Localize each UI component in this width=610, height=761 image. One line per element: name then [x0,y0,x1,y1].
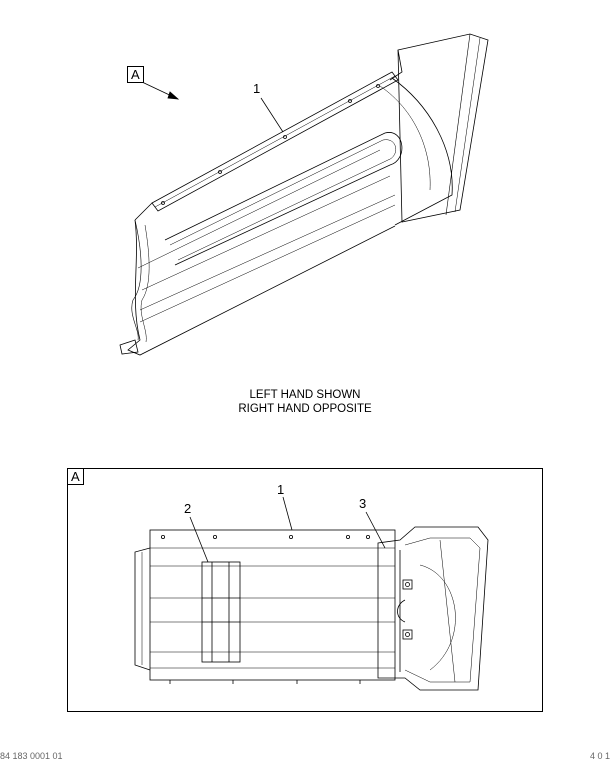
panel-body [127,202,396,356]
detail-panel-outline [149,529,396,681]
detail-callout-2-leader [189,516,209,563]
cowl-detail [377,526,489,691]
view-arrow-head [167,91,180,100]
callout-1-leader [260,97,284,133]
top-flange [151,71,399,212]
footer-right-code: 4 0 1 [589,751,610,761]
caption-line-2: RIGHT HAND OPPOSITE [238,403,372,415]
detail-callout-1-label: 1 [277,482,285,497]
view-caption: LEFT HAND SHOWN RIGHT HAND OPPOSITE [0,388,610,416]
caption-line-1: LEFT HAND SHOWN [249,389,361,401]
detail-callout-3-label: 3 [359,496,367,511]
part-2-strip [201,561,241,663]
detail-view-tag: A [67,468,84,485]
detail-callout-2-label: 2 [184,501,192,516]
callout-1-label: 1 [253,81,261,96]
detail-view-frame: A [67,468,543,712]
slot-recess [164,132,403,266]
rear-curve [391,77,453,226]
detail-callout-1-leader [282,496,293,531]
footer-left-code: 84 183 0001 01 [0,751,63,761]
view-tag-a: A [127,66,144,83]
cowl [397,33,489,223]
